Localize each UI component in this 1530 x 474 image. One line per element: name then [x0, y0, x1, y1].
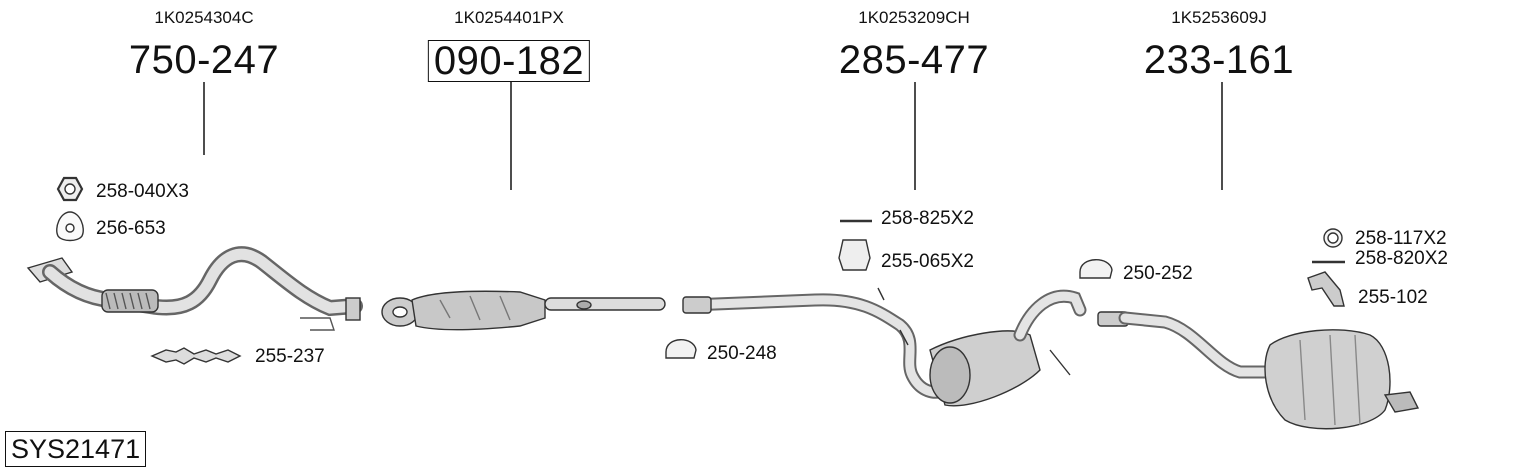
- accessory-label-nut[interactable]: 258-040X3: [96, 181, 189, 202]
- middle-silencer-285-477: [682, 287, 1087, 407]
- clamp-icon-250-248: [665, 339, 697, 359]
- system-id-box: SYS21471: [5, 431, 147, 467]
- rubber-mount-icon: [838, 239, 871, 271]
- oem-number-750-247: 1K0254304C: [154, 8, 254, 27]
- accessory-label-bolt-2[interactable]: 258-820X2: [1355, 248, 1448, 269]
- part-number-233-161[interactable]: 233-161: [1143, 38, 1295, 82]
- accessory-label-hanger[interactable]: 255-237: [255, 346, 325, 367]
- rubber-hanger-icon: [150, 347, 242, 365]
- accessory-label-bracket[interactable]: 255-102: [1358, 287, 1428, 308]
- part-number-750-247[interactable]: 750-247: [128, 38, 280, 82]
- oem-number-285-477: 1K0253209CH: [858, 8, 970, 27]
- accessory-label-bolt[interactable]: 258-825X2: [881, 208, 974, 229]
- clamp-icon-250-252: [1079, 259, 1113, 279]
- accessory-label-ring[interactable]: 258-117X2: [1355, 228, 1447, 249]
- front-pipe-750-247: [26, 246, 363, 331]
- catalytic-converter-090-182: [381, 290, 666, 331]
- part-number-285-477[interactable]: 285-477: [838, 38, 990, 82]
- rear-silencer-233-161: [1097, 311, 1420, 430]
- bracket-icon: [1307, 271, 1345, 307]
- accessory-label-clamp-1[interactable]: 250-248: [707, 343, 777, 364]
- oem-number-233-161: 1K5253609J: [1171, 8, 1267, 27]
- accessory-label-gasket[interactable]: 256-653: [96, 218, 166, 239]
- accessory-label-clamp-2[interactable]: 250-252: [1123, 263, 1193, 284]
- oem-number-090-182: 1K0254401PX: [454, 8, 564, 27]
- part-number-090-182[interactable]: 090-182: [427, 40, 591, 82]
- accessory-label-rubber-mount[interactable]: 255-065X2: [881, 251, 974, 272]
